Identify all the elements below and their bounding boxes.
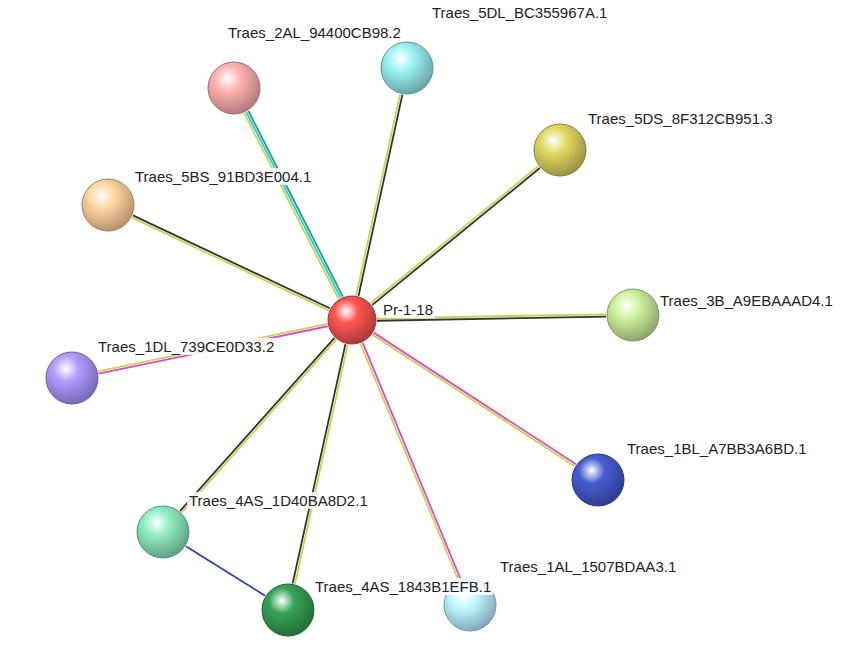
interaction-edge: [180, 338, 336, 513]
protein-node: Pr-1-18: [327, 295, 377, 345]
node-circle: [262, 584, 314, 636]
node-circle: [381, 42, 433, 94]
node-sphere: [81, 178, 135, 232]
node-sphere: [571, 453, 625, 507]
node-sphere: [327, 295, 377, 345]
protein-node: Traes_3B_A9EBAAAD4.1: [606, 288, 660, 342]
protein-label: Traes_1AL_1507BDAA3.1: [498, 558, 678, 575]
protein-label: Traes_2AL_94400CB98.2: [226, 24, 403, 41]
evidence-line: [133, 215, 330, 308]
protein-label: Traes_5BS_91BD3E004.1: [133, 168, 313, 185]
evidence-line: [371, 166, 539, 303]
interaction-edge: [244, 111, 343, 299]
evidence-line: [244, 113, 338, 299]
evidence-line: [132, 218, 329, 311]
evidence-line: [356, 94, 400, 295]
node-sphere: [606, 288, 660, 342]
protein-node: Traes_1DL_739CE0D33.2: [45, 351, 99, 405]
protein-label: Pr-1-18: [381, 301, 435, 318]
evidence-line: [186, 546, 265, 595]
node-circle: [46, 352, 98, 404]
interaction-edge: [360, 343, 460, 581]
node-sphere: [136, 505, 190, 559]
node-circle: [534, 124, 586, 176]
evidence-line: [248, 111, 342, 297]
node-circle: [572, 454, 624, 506]
protein-node: Traes_5BS_91BD3E004.1: [81, 178, 135, 232]
protein-node: Traes_4AS_1843B1EFB.1: [261, 583, 315, 637]
protein-node: Traes_4AS_1D40BA8D2.1: [136, 505, 190, 559]
node-sphere: [207, 61, 261, 115]
node-circle: [328, 296, 376, 344]
evidence-line: [293, 344, 346, 583]
protein-node: Traes_5DS_8F312CB951.3: [533, 123, 587, 177]
interaction-edge: [293, 344, 348, 584]
node-circle: [82, 179, 134, 231]
evidence-line: [295, 345, 348, 584]
node-circle: [208, 62, 260, 114]
node-sphere: [380, 41, 434, 95]
protein-label: Traes_1BL_A7BB3A6BD.1: [625, 440, 809, 457]
protein-node: Traes_2AL_94400CB98.2: [207, 61, 261, 115]
protein-label: Traes_4AS_1D40BA8D2.1: [187, 492, 370, 509]
protein-label: Traes_4AS_1843B1EFB.1: [313, 578, 493, 595]
node-sphere: [45, 351, 99, 405]
evidence-line: [180, 338, 334, 511]
interaction-edge: [132, 215, 330, 310]
evidence-line: [360, 344, 458, 581]
node-sphere: [261, 583, 315, 637]
protein-label: Traes_5DS_8F312CB951.3: [586, 110, 775, 127]
interaction-edge: [186, 546, 265, 595]
node-circle: [607, 289, 659, 341]
protein-node: Traes_1BL_A7BB3A6BD.1: [571, 453, 625, 507]
interaction-edge: [371, 166, 540, 305]
interaction-edge: [356, 94, 402, 296]
evidence-line: [372, 168, 540, 305]
evidence-line: [363, 343, 461, 580]
evidence-line: [359, 95, 403, 296]
protein-node: Traes_5DL_BC355967A.1: [380, 41, 434, 95]
node-circle: [137, 506, 189, 558]
evidence-line: [246, 112, 340, 298]
protein-label: Traes_1DL_739CE0D33.2: [96, 338, 276, 355]
protein-label: Traes_3B_A9EBAAAD4.1: [658, 292, 835, 309]
node-sphere: [533, 123, 587, 177]
protein-label: Traes_5DL_BC355967A.1: [430, 4, 609, 21]
